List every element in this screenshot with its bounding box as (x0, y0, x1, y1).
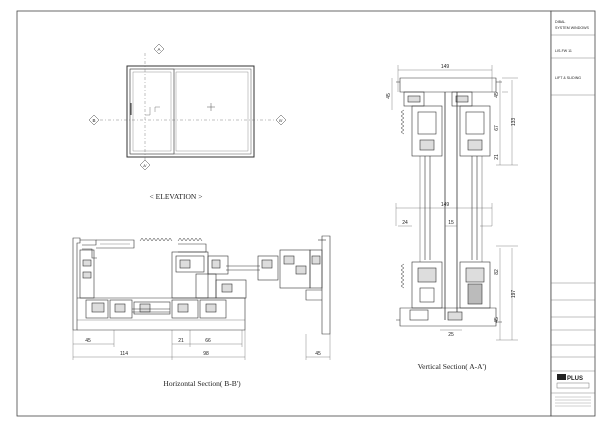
vertical-section-dims: 149 45 133 67 21 45 149 24 15 82 197 45 … (386, 64, 517, 371)
title-block: DIBAL SYSTEM WINDOWS LIS-FW 11 LIFT & SL… (550, 10, 596, 417)
section-marker-a-bottom: A' (139, 159, 151, 171)
title-description: LIFT & SLIDING (555, 76, 581, 80)
dim-hs-114: 114 (120, 351, 128, 357)
sheet-border (16, 10, 552, 417)
title-project-line-2: SYSTEM WINDOWS (555, 26, 590, 30)
dim-hs-21: 21 (178, 338, 184, 344)
elevation-view: A A' B B' < ELEVATION > (88, 43, 287, 201)
dim-vs-197: 197 (511, 290, 517, 299)
dim-hs-66: 66 (205, 338, 211, 344)
dim-hs-45-left: 45 (85, 338, 91, 344)
title-drawing-no: LIS-FW 11 (555, 49, 572, 53)
dim-vs-45-top-right: 45 (494, 92, 500, 98)
dim-vs-24: 24 (402, 220, 408, 226)
section-marker-b-right: B' (275, 114, 287, 126)
vertical-section-caption: Vertical Section( A-A') (418, 362, 487, 371)
dim-vs-45-bottom: 45 (494, 317, 500, 323)
company-logo: PLUS (555, 374, 591, 407)
horizontal-section (72, 235, 331, 360)
title-project-line-1: DIBAL (555, 20, 565, 24)
elevation-caption: < ELEVATION > (150, 192, 203, 201)
horizontal-section-caption: Horizontal Section( B-B') (163, 379, 241, 388)
svg-text:A: A (157, 47, 160, 52)
section-marker-b-left: B (88, 114, 100, 126)
section-marker-a-top: A (153, 43, 165, 55)
dim-hs-98: 98 (203, 351, 209, 357)
svg-text:A': A' (143, 163, 147, 168)
dim-vs-149-top: 149 (441, 64, 450, 70)
svg-text:B': B' (279, 118, 283, 123)
svg-text:B: B (92, 118, 95, 123)
dim-hs-45-right: 45 (315, 351, 321, 357)
dim-vs-25: 25 (448, 332, 454, 338)
dim-vs-45-left: 45 (386, 93, 392, 99)
dim-vs-21: 21 (494, 154, 500, 160)
horizontal-section-dims: 45 114 21 66 98 45 Horizontal Section( B… (85, 338, 321, 388)
dim-vs-67: 67 (494, 125, 500, 131)
dim-vs-133: 133 (511, 118, 517, 127)
dim-vs-149-bottom: 149 (441, 202, 450, 208)
dim-vs-15: 15 (448, 220, 454, 226)
svg-text:PLUS: PLUS (567, 376, 583, 382)
vertical-section (391, 65, 518, 341)
dim-vs-82: 82 (494, 269, 500, 275)
